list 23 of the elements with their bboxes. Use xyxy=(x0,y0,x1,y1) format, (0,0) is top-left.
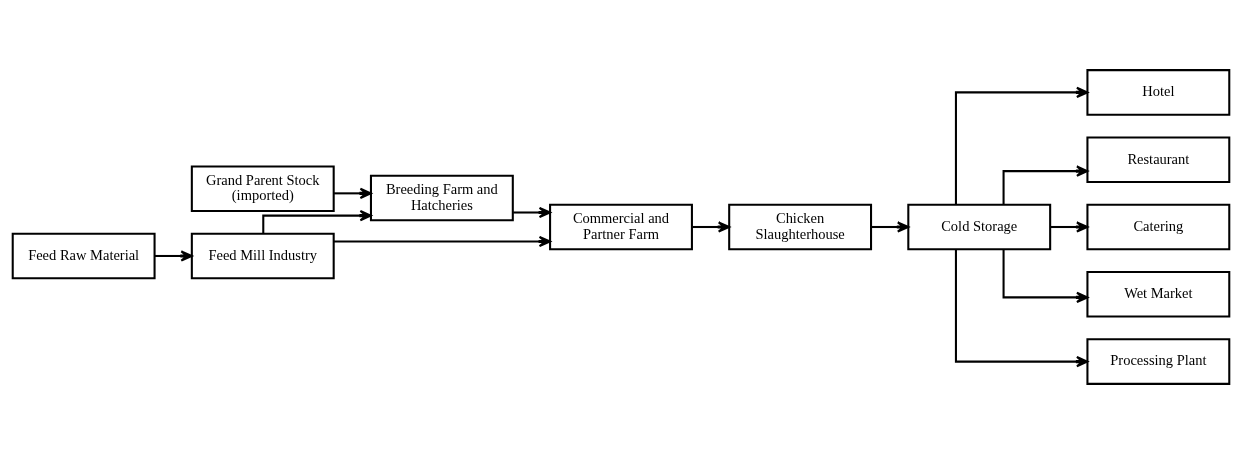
node-box: Processing Plant xyxy=(1086,337,1231,385)
arrow xyxy=(954,86,1089,204)
node-box: Feed Mill Industry xyxy=(190,232,335,279)
arrow xyxy=(513,206,551,218)
arrow xyxy=(1002,164,1089,205)
arrow xyxy=(1050,220,1089,233)
node-box: Catering xyxy=(1086,203,1231,250)
node-box: Chicken Slaughterhouse xyxy=(728,203,873,250)
arrow xyxy=(334,187,372,199)
node-box: Feed Raw Material xyxy=(11,232,156,279)
arrow xyxy=(333,235,551,247)
node-box: Hotel xyxy=(1086,68,1231,116)
node-box: Cold Storage xyxy=(907,203,1052,250)
node-box: Grand Parent Stock (imported) xyxy=(190,164,335,212)
arrow xyxy=(692,220,731,233)
arrow xyxy=(1002,248,1089,303)
node-box: Restaurant xyxy=(1086,135,1231,183)
arrow xyxy=(954,249,1089,367)
node-box: Commercial and Partner Farm xyxy=(549,203,693,250)
node-box: Wet Market xyxy=(1086,270,1231,318)
arrow xyxy=(154,249,193,262)
arrow xyxy=(871,220,910,233)
node-box: Breeding Farm and Hatcheries xyxy=(369,174,514,221)
